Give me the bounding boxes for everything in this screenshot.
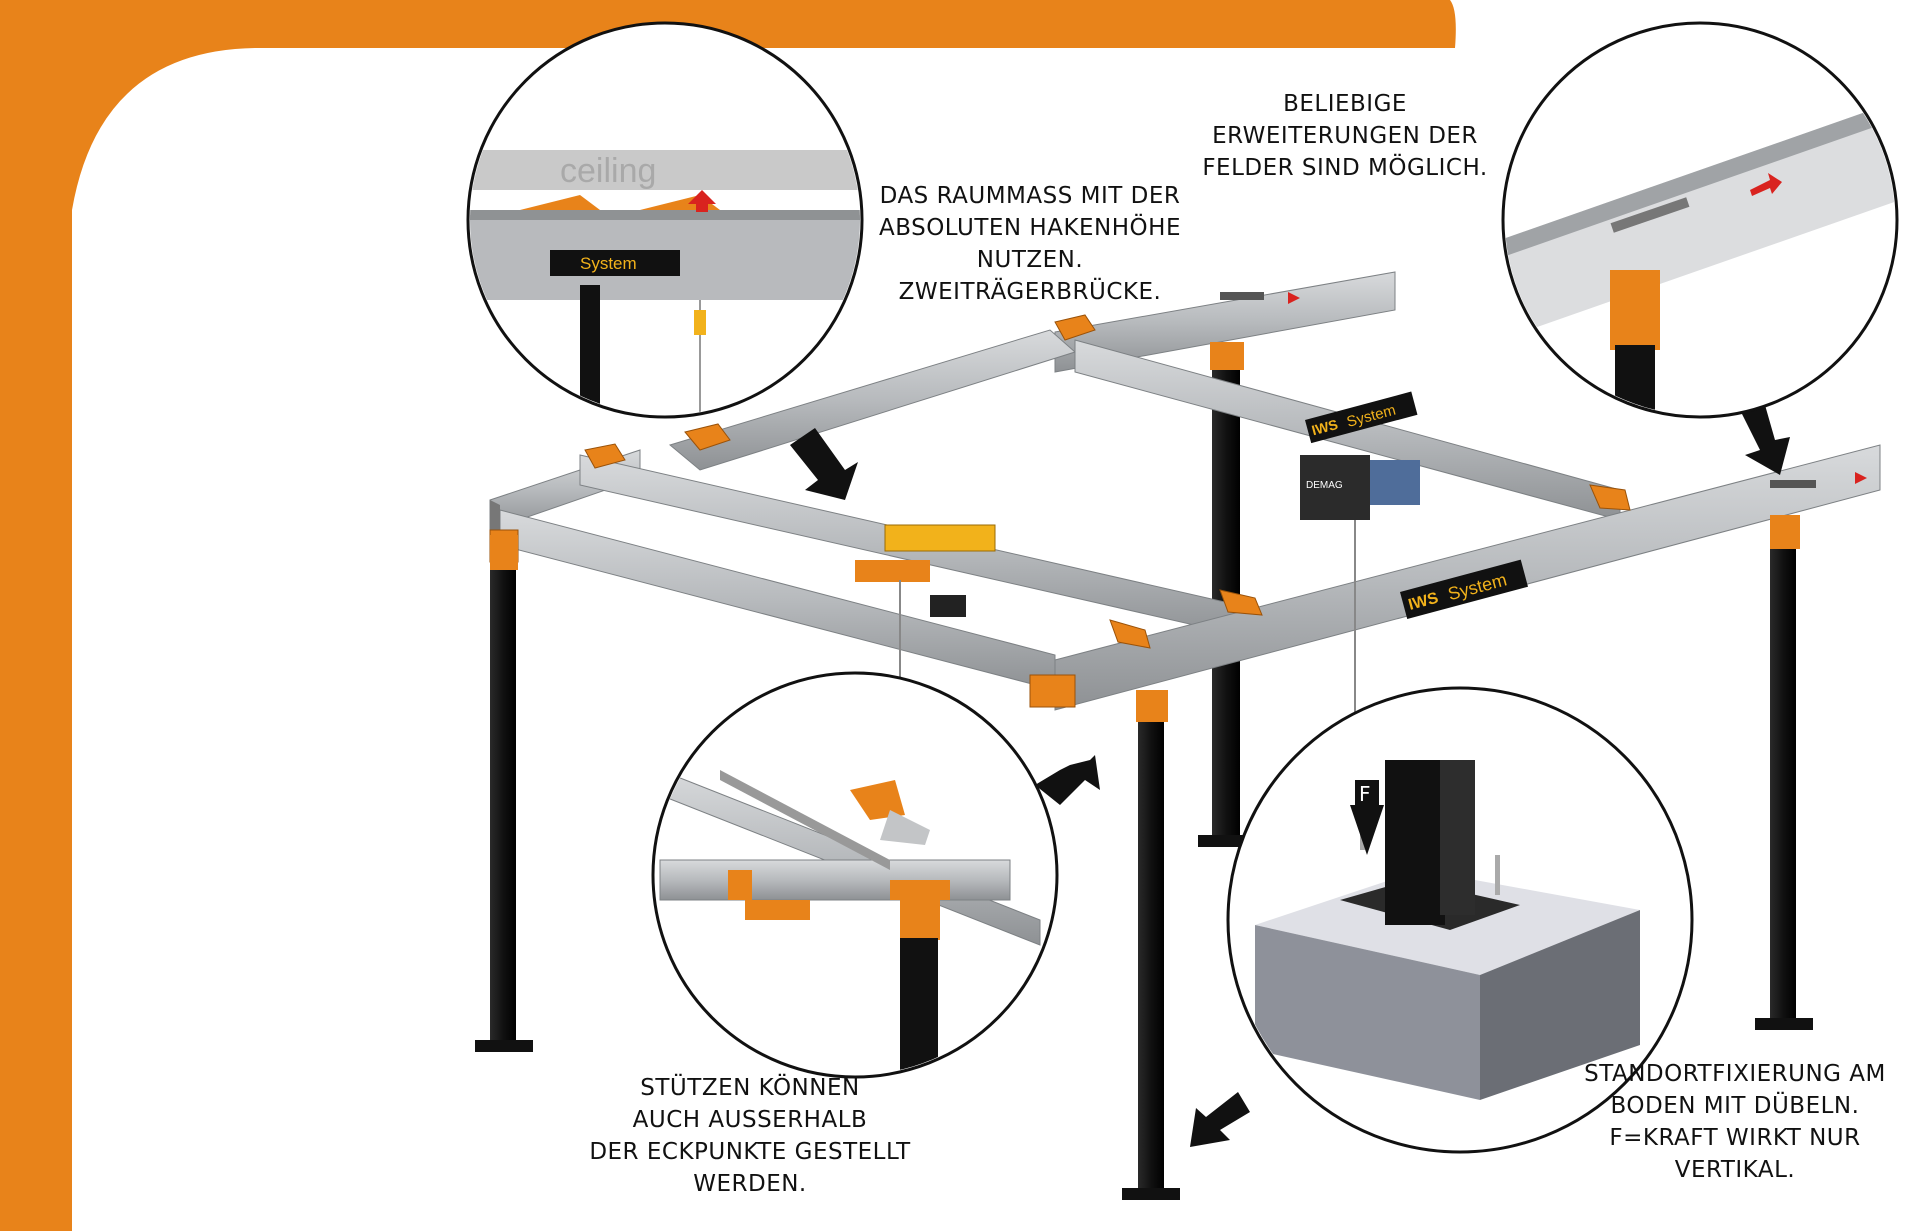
svg-text:IWS: IWS xyxy=(1310,416,1340,438)
black-arrow-icon xyxy=(1190,1092,1250,1147)
callout-extension-detail xyxy=(1501,21,1899,419)
callout-label-stuetzen: STÜTZEN KÖNNEN AUCH AUSSERHALB DER ECKPU… xyxy=(589,1075,911,1197)
black-arrow-icon xyxy=(1035,755,1100,805)
force-arrow-icon: F xyxy=(1350,780,1384,855)
red-arrow-icon xyxy=(1288,292,1300,304)
black-arrows xyxy=(790,405,1790,1147)
black-arrow-icon xyxy=(1740,405,1790,475)
post-front-center xyxy=(1138,700,1164,1190)
hoist-brand: DEMAG xyxy=(1306,480,1343,491)
trolley xyxy=(884,524,996,552)
up-arrow-icon xyxy=(688,190,716,212)
orange-brackets xyxy=(489,314,1631,708)
callout-label-raummass: DAS RAUMMASS MIT DER ABSOLUTEN HAKENHÖHE… xyxy=(879,183,1181,305)
svg-text:F: F xyxy=(1359,782,1371,806)
callout-floor-detail: F xyxy=(1226,686,1694,1154)
callout-label-standort: STANDORTFIXIERUNG AM BODEN MIT DÜBELN. F… xyxy=(1584,1061,1886,1183)
black-arrow-icon xyxy=(790,428,858,500)
callout-label-erweiterungen: BELIEBIGE ERWEITERUNGEN DER FELDER SIND … xyxy=(1202,91,1488,181)
red-arrow-icon xyxy=(1750,173,1782,196)
callout-support-detail xyxy=(651,671,1059,1079)
post-front-right xyxy=(1770,540,1796,1020)
crane-structure: DEMAG IWS System IWS System xyxy=(475,271,1881,1200)
callout-ceiling-detail: ceiling System xyxy=(466,21,864,419)
post-front-left xyxy=(490,560,516,1045)
ceiling-text: ceiling xyxy=(560,152,656,190)
iws-logo-detail: System xyxy=(580,254,637,273)
red-arrow-icon xyxy=(1855,472,1867,484)
electric-hoist: DEMAG xyxy=(1300,455,1420,755)
